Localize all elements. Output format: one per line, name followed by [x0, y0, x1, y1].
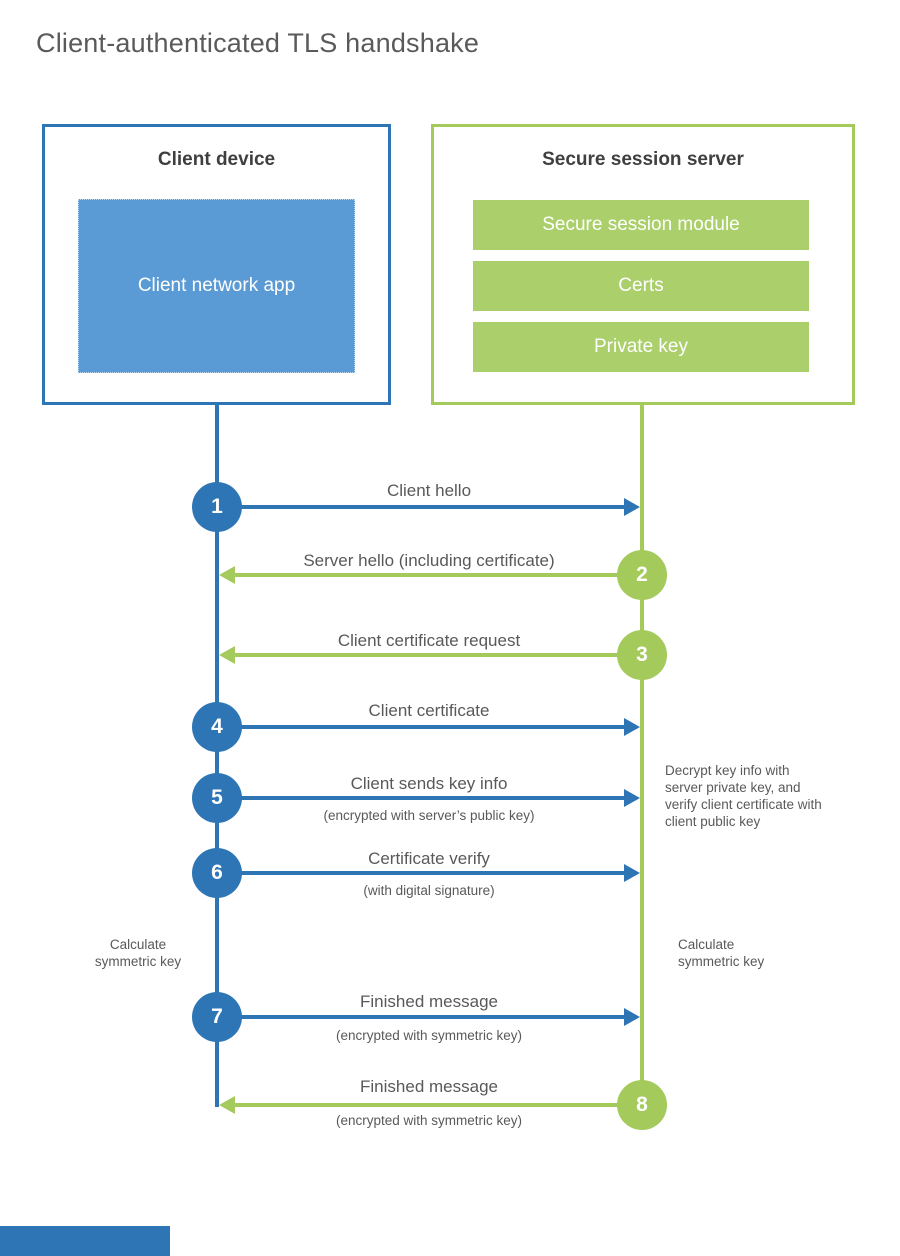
step-5-arrow-line	[217, 796, 624, 800]
step-8-circle: 8	[617, 1080, 667, 1130]
calculate-symmetric-key-note-client: Calculate symmetric key	[94, 937, 182, 969]
step-2-circle: 2	[617, 550, 667, 600]
step-4-circle: 4	[192, 702, 242, 752]
server-lifeline	[640, 405, 644, 1107]
step-6-label: Certificate verify	[368, 849, 490, 868]
decrypt-key-note: Decrypt key info with server private key…	[665, 763, 822, 829]
step-6-arrowhead-icon	[624, 864, 640, 882]
step-1-label: Client hello	[386, 481, 472, 500]
step-5-arrowhead-icon	[624, 789, 640, 807]
step-3-number: 3	[636, 643, 648, 666]
step-8-sublabel: (encrypted with symmetric key)	[335, 1113, 523, 1128]
client-network-app-label: Client network app	[137, 274, 296, 296]
page-title: Client-authenticated TLS handshake	[36, 28, 480, 58]
step-4-number: 4	[211, 715, 223, 738]
step-7-sublabel: (encrypted with symmetric key)	[335, 1028, 523, 1043]
server-module-label: Certs	[618, 275, 664, 296]
server-module-label: Private key	[594, 336, 688, 357]
step-2-number: 2	[636, 563, 648, 586]
step-3-arrowhead-icon	[219, 646, 235, 664]
secure-session-server-title: Secure session server	[542, 149, 744, 170]
step-6-arrow-line	[217, 871, 624, 875]
step-1-arrowhead-icon	[624, 498, 640, 516]
step-3-label: Client certificate request	[337, 631, 521, 650]
server-module-label: Secure session module	[542, 214, 740, 235]
step-1-arrow-line	[217, 505, 624, 509]
step-7-arrow-line	[217, 1015, 624, 1019]
step-8-label: Finished message	[360, 1077, 498, 1096]
step-7-circle: 7	[192, 992, 242, 1042]
step-8-arrow-line	[235, 1103, 642, 1107]
client-network-app-box: Client network app	[78, 199, 355, 373]
client-device-title: Client device	[157, 149, 276, 170]
step-3-circle: 3	[617, 630, 667, 680]
step-8-number: 8	[636, 1093, 648, 1116]
step-2-label: Server hello (including certificate)	[303, 551, 555, 570]
step-5-circle: 5	[192, 773, 242, 823]
step-5-label: Client sends key info	[350, 774, 508, 793]
step-7-arrowhead-icon	[624, 1008, 640, 1026]
server-module-secure-session: Secure session module	[473, 200, 809, 250]
step-5-number: 5	[211, 786, 223, 809]
step-8-arrowhead-icon	[219, 1096, 235, 1114]
step-6-number: 6	[211, 861, 223, 884]
calculate-symmetric-key-note-server: Calculate symmetric key	[678, 937, 765, 969]
step-6-sublabel: (with digital signature)	[363, 883, 495, 898]
step-4-arrow-line	[217, 725, 624, 729]
step-2-arrowhead-icon	[219, 566, 235, 584]
server-module-private-key: Private key	[473, 322, 809, 372]
step-6-circle: 6	[192, 848, 242, 898]
step-7-label: Finished message	[360, 992, 498, 1011]
step-3-arrow-line	[235, 653, 642, 657]
step-7-number: 7	[211, 1005, 223, 1028]
client-lifeline	[215, 405, 219, 1107]
footer-bar	[0, 1226, 170, 1256]
step-5-sublabel: (encrypted with server’s public key)	[323, 808, 535, 823]
server-module-certs: Certs	[473, 261, 809, 311]
step-1-circle: 1	[192, 482, 242, 532]
step-1-number: 1	[211, 495, 223, 518]
step-4-label: Client certificate	[368, 701, 490, 720]
step-2-arrow-line	[235, 573, 642, 577]
step-4-arrowhead-icon	[624, 718, 640, 736]
